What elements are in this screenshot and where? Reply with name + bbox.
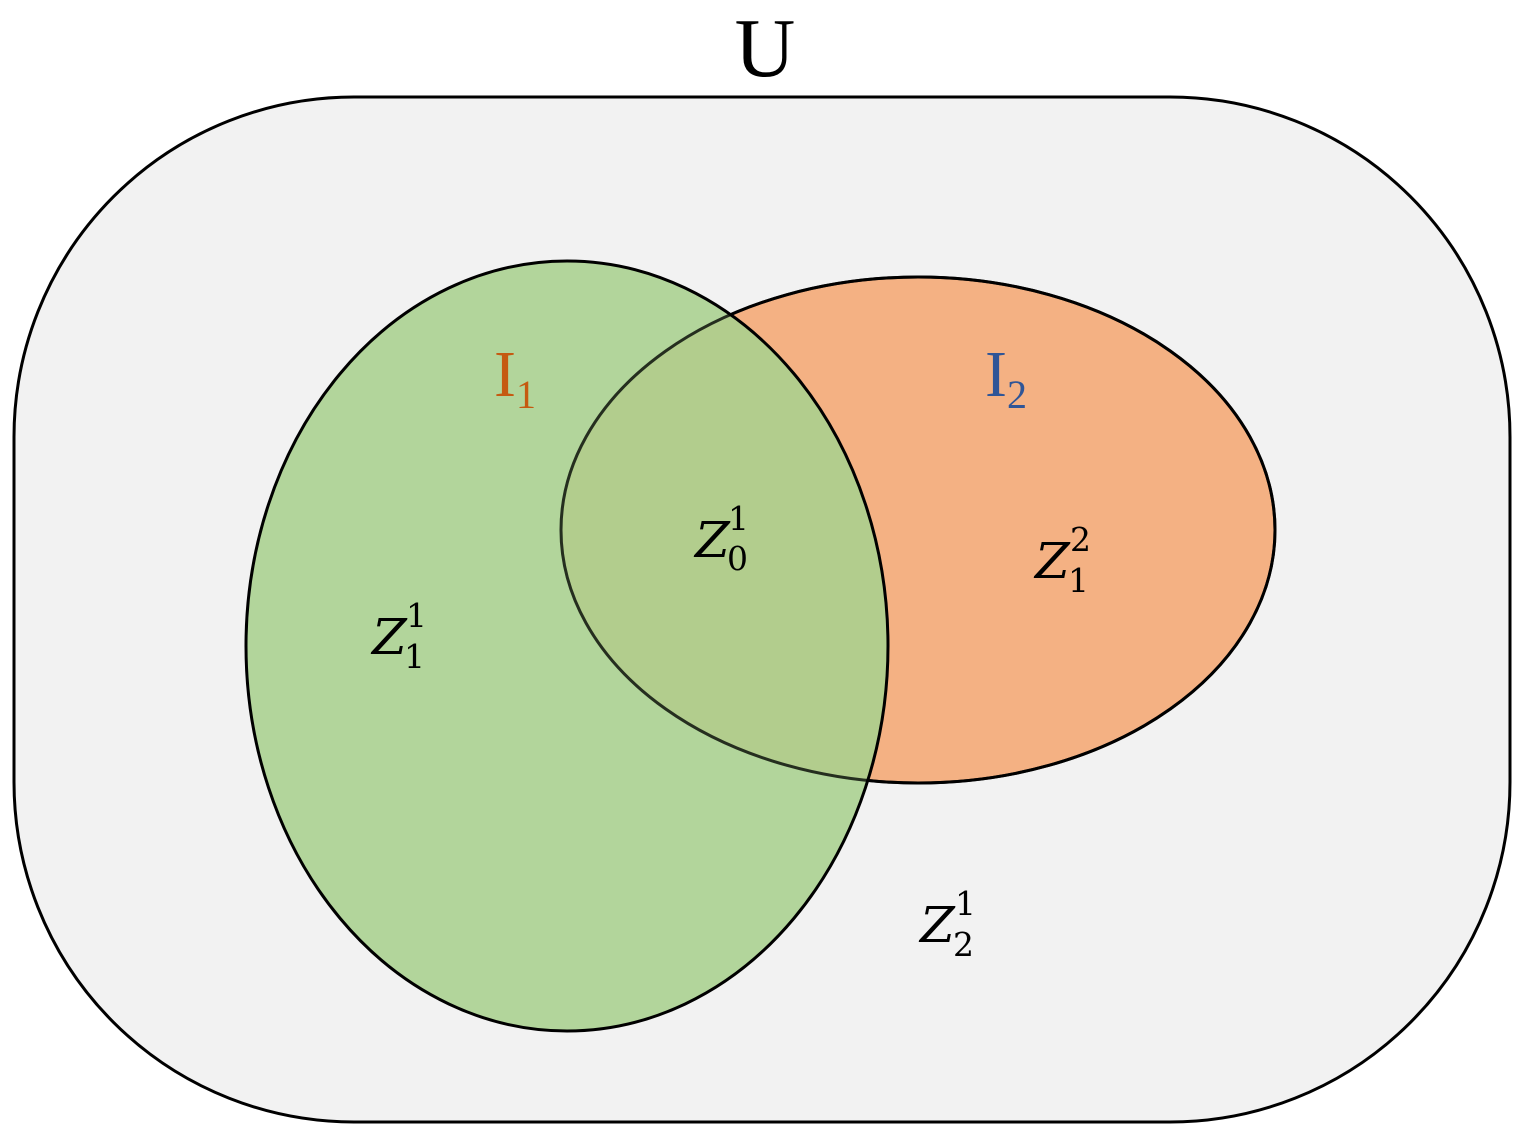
zone-label-only-i1: Z 1 1 [370, 596, 427, 676]
zone-only-i2-main: Z [1033, 532, 1071, 590]
set-i2-label-main: I [985, 338, 1007, 411]
set-i1-label-main: I [494, 338, 516, 411]
set-i1-label: I1 [494, 338, 536, 417]
universe-label: U [735, 2, 796, 95]
zone-only-i1-sup: 1 [406, 596, 427, 635]
zone-label-intersection: Z 1 0 [693, 499, 749, 578]
set-i2-outline [559, 275, 1277, 785]
set-i2-label: I2 [985, 338, 1027, 417]
zone-only-i1-main: Z [370, 608, 408, 666]
set-i2-label-sub: 2 [1007, 372, 1027, 417]
zone-label-only-i2: Z 2 1 [1033, 520, 1091, 600]
zone-outside-sup: 1 [955, 884, 976, 923]
set-i1-ellipse [244, 259, 890, 1033]
zone-label-outside: Z 1 2 [918, 884, 976, 964]
zone-only-i2-sup: 2 [1070, 520, 1091, 559]
zone-intersection-sub: 0 [727, 539, 748, 578]
set-i1-label-sub: 1 [516, 372, 536, 417]
zone-outside-sub: 2 [953, 925, 974, 964]
zone-outside-main: Z [918, 896, 956, 954]
zone-intersection-sup: 1 [728, 499, 749, 538]
zone-only-i1-sub: 1 [404, 637, 425, 676]
zone-intersection-main: Z [693, 511, 731, 569]
zone-only-i2-sub: 1 [1068, 561, 1089, 600]
